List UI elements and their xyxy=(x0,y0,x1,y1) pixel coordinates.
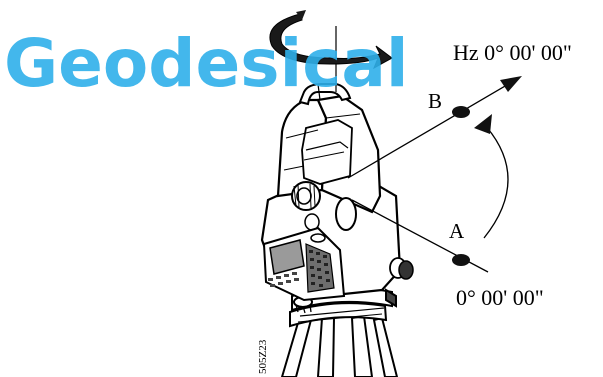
angle-arc xyxy=(474,114,508,238)
target-point-b xyxy=(452,106,470,118)
telescope xyxy=(302,120,352,184)
circular-level xyxy=(311,234,325,242)
figure-code: 505Z23 xyxy=(257,339,269,374)
target-point-a xyxy=(452,254,470,266)
horizontal-drive xyxy=(390,258,413,279)
point-b-label: B xyxy=(428,89,442,113)
hz-direction-arrowhead xyxy=(500,76,522,92)
focus-knob xyxy=(292,182,320,210)
watermark: Geodesical xyxy=(4,25,408,102)
hz-reading-label: Hz 0° 00' 00" xyxy=(453,40,572,65)
a-reading-label: 0° 00' 00" xyxy=(456,285,544,310)
total-station xyxy=(262,84,413,300)
side-knob xyxy=(336,198,356,230)
point-a-label: A xyxy=(449,219,465,243)
tripod xyxy=(282,303,397,377)
